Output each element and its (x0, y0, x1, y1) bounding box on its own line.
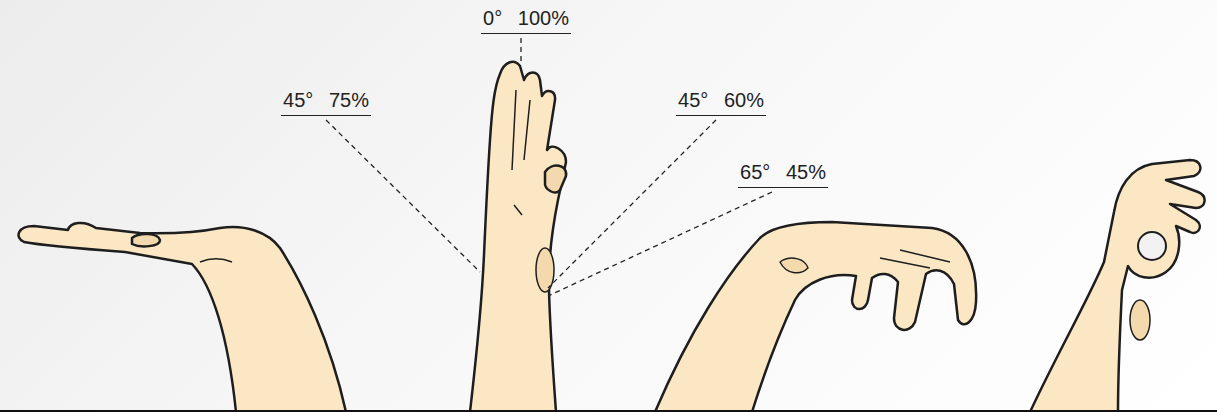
angle-label: 65° 45% (738, 160, 828, 188)
leader-line (548, 192, 772, 296)
thumb (132, 234, 160, 246)
finger-line (512, 90, 530, 215)
flexed-hand (655, 222, 976, 412)
neutral-hand (470, 62, 566, 412)
thumb (545, 166, 566, 193)
palm-pad (536, 248, 554, 292)
pinch-hand (1030, 160, 1205, 412)
ground-line (0, 410, 1217, 412)
extended-hand (19, 223, 346, 412)
knuckle-detail (780, 258, 808, 273)
angle-label: 45° 75% (281, 88, 371, 116)
ok-ring (1138, 232, 1166, 260)
leader-line (520, 38, 521, 62)
leader-line (548, 120, 716, 288)
palm-pad (1130, 300, 1150, 340)
angle-label: 45° 60% (676, 88, 766, 116)
angle-label: 0° 100% (481, 6, 571, 34)
wrist-crease (200, 259, 232, 262)
finger-line (880, 250, 950, 268)
leader-line (326, 120, 480, 272)
